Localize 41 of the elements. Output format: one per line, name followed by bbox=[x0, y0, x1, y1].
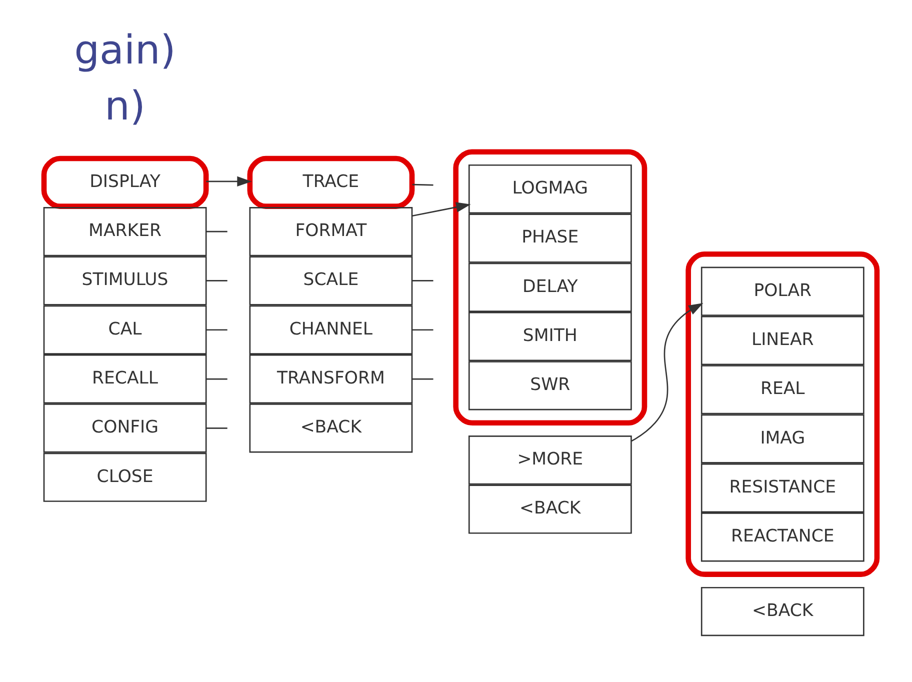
connector bbox=[412, 328, 434, 330]
node-box: RECALL bbox=[43, 354, 207, 404]
label: n) bbox=[104, 82, 146, 129]
node-box: REAL bbox=[700, 364, 864, 414]
node-box: LINEAR bbox=[700, 315, 864, 365]
connector bbox=[412, 183, 434, 186]
label: gain) bbox=[74, 27, 176, 74]
connector bbox=[412, 378, 434, 380]
node-box: >MORE bbox=[468, 434, 632, 484]
node-box: RESISTANCE bbox=[700, 462, 864, 512]
node-box: CLOSE bbox=[43, 452, 207, 502]
node-box: REACTANCE bbox=[700, 512, 864, 562]
node-box: FORMAT bbox=[249, 206, 413, 256]
node-box: CONFIG bbox=[43, 403, 207, 452]
node-box: PHASE bbox=[468, 213, 632, 262]
node-box: DISPLAY bbox=[41, 155, 209, 208]
node-box: LOGMAG bbox=[468, 164, 632, 214]
node-box: CHANNEL bbox=[249, 304, 413, 354]
connector bbox=[206, 427, 228, 428]
node-box: STIMULUS bbox=[43, 256, 207, 305]
connector bbox=[206, 280, 228, 281]
node-box: <BACK bbox=[700, 586, 864, 636]
node-box: MARKER bbox=[43, 206, 207, 256]
arrow bbox=[631, 302, 704, 442]
node-box: SMITH bbox=[468, 311, 632, 361]
arrow bbox=[412, 202, 471, 216]
node-box: <BACK bbox=[468, 484, 632, 534]
node-box: TRANSFORM bbox=[249, 354, 413, 404]
connector bbox=[206, 328, 228, 330]
arrow bbox=[206, 176, 252, 186]
node-box: POLAR bbox=[700, 266, 864, 316]
node-box: <BACK bbox=[249, 403, 413, 452]
node-box: TRACE bbox=[247, 155, 415, 208]
connector bbox=[412, 280, 434, 281]
node-box: IMAG bbox=[700, 414, 864, 463]
node-box: DELAY bbox=[468, 262, 632, 312]
node-box: SWR bbox=[468, 360, 632, 410]
node-box: SCALE bbox=[249, 256, 413, 305]
node-box: CAL bbox=[43, 304, 207, 354]
connector bbox=[206, 378, 228, 380]
connector bbox=[206, 230, 228, 232]
